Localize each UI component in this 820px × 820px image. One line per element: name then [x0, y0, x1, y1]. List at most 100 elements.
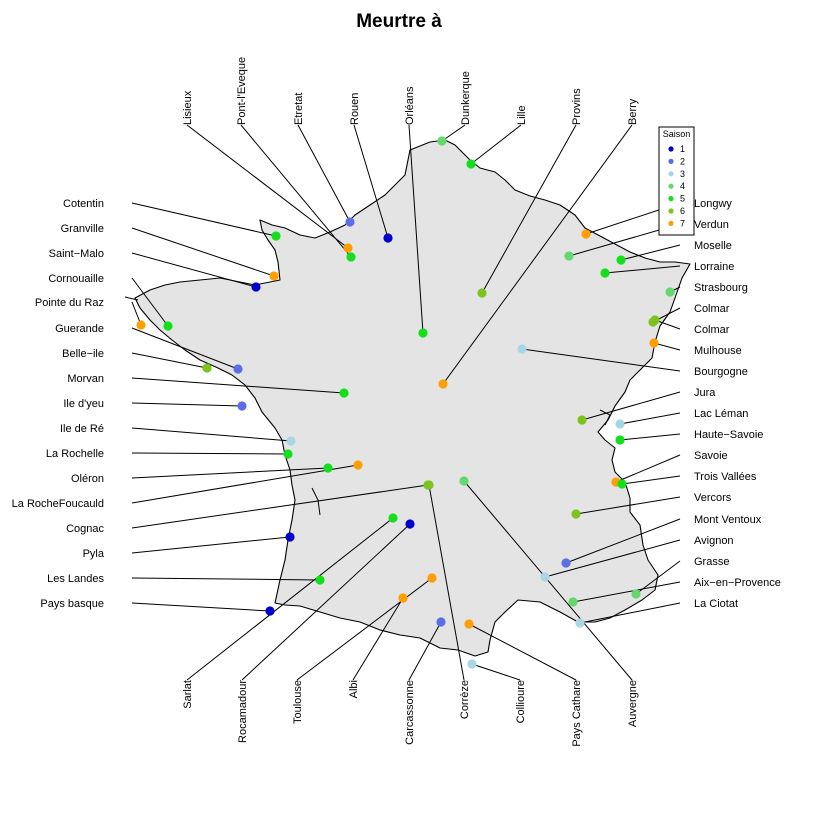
label-la-ciotat-54: La Ciotat — [694, 598, 738, 610]
label-les-landes-24: Les Landes — [47, 573, 104, 585]
legend-label-1: 1 — [680, 144, 685, 154]
leader-line-berry-8 — [442, 124, 633, 385]
label-strasbourg-39: Strasbourg — [694, 282, 748, 294]
marker-berry-8 — [438, 379, 448, 389]
leader-line-pont-l-eveque-1 — [240, 124, 352, 258]
label-provins-7: Provins — [571, 88, 583, 125]
label-moselle-37: Moselle — [694, 240, 732, 252]
leader-line-orl-ans-4 — [408, 124, 424, 334]
marker-morvan-16 — [339, 388, 349, 398]
label-guerande-14: Guerande — [55, 323, 104, 335]
marker-moselle-37 — [616, 255, 626, 265]
leader-line-cotentin-9 — [131, 202, 277, 237]
label-saint-malo-11: Saint−Malo — [49, 248, 104, 260]
label-albi-29: Albi — [348, 680, 360, 698]
label-pyla-23: Pyla — [83, 548, 105, 560]
label-la-rochefoucauld-21: La RocheFoucauld — [12, 498, 104, 510]
marker-vercors-49 — [571, 509, 581, 519]
legend-swatch-2 — [668, 158, 674, 164]
marker-longwy-35 — [581, 229, 591, 239]
label-belle-ile-15: Belle−ile — [62, 348, 104, 360]
label-pays-cathare-33: Pays Cathare — [571, 680, 583, 747]
leader-line-les-landes-24 — [131, 577, 321, 581]
leader-line-morvan-16 — [131, 377, 345, 394]
label-lorraine-38: Lorraine — [694, 261, 734, 273]
label-sarlat-26: Sarlat — [182, 680, 194, 709]
label-lac-l-man-45: Lac Léman — [694, 408, 748, 420]
label-lisieux-0: Lisieux — [182, 90, 194, 125]
marker-rocamadour-27 — [405, 519, 415, 529]
label-orl-ans-4: Orléans — [404, 86, 416, 125]
marker-lac-l-man-45 — [615, 419, 625, 429]
marker-ile-d-yeu-17 — [237, 401, 247, 411]
season-markers — [136, 136, 675, 669]
leader-line-ol-ron-20 — [131, 467, 329, 479]
leader-line-etretat-2 — [297, 124, 351, 223]
label-colmar-41: Colmar — [694, 324, 730, 336]
label-cornouaille-12: Cornouaille — [48, 273, 104, 285]
leader-line-vercors-49 — [575, 496, 681, 515]
legend-label-6: 6 — [680, 206, 685, 216]
label-auvergne-34: Auvergne — [627, 680, 639, 727]
legend-label-2: 2 — [680, 156, 685, 166]
legend-swatch-7 — [668, 220, 674, 226]
label-longwy-35: Longwy — [694, 198, 732, 210]
label-collioure-32: Collioure — [515, 680, 527, 723]
label-rocamadour-27: Rocamadour — [237, 680, 249, 743]
label-corr-ze-31: Corrèze — [459, 680, 471, 719]
label-lille-6: Lille — [516, 105, 528, 125]
label-ile-de-r-18: Ile de Ré — [60, 423, 104, 435]
marker-albi-29 — [398, 593, 408, 603]
marker-collioure-32 — [467, 659, 477, 669]
label-mulhouse-42: Mulhouse — [694, 345, 742, 357]
marker-provins-7 — [477, 288, 487, 298]
legend-swatch-3 — [668, 171, 674, 177]
legend-label-4: 4 — [680, 181, 685, 191]
leader-line-lac-l-man-45 — [619, 412, 681, 425]
marker-strasbourg-39 — [665, 287, 675, 297]
leader-line-rouen-3 — [353, 124, 389, 239]
leader-line-lorraine-38 — [604, 265, 681, 274]
leader-line-savoie-47 — [615, 454, 681, 483]
legend-label-3: 3 — [680, 169, 685, 179]
label-carcassonne-30: Carcassonne — [404, 680, 416, 745]
coastline-detail — [124, 296, 611, 516]
legend-swatch-6 — [668, 208, 674, 214]
marker-ol-ron-20 — [323, 463, 333, 473]
label-ile-d-yeu-17: Ile d'yeu — [63, 398, 104, 410]
marker-haute-savoie-46 — [615, 435, 625, 445]
label-pont-l-eveque-1: Pont-l'Eveque — [236, 57, 248, 125]
legend-label-7: 7 — [680, 218, 685, 228]
marker-lille-6 — [466, 159, 476, 169]
label-vercors-49: Vercors — [694, 492, 732, 504]
label-ol-ron-20: Oléron — [71, 473, 104, 485]
marker-bourgogne-43 — [517, 344, 527, 354]
leader-line-mont-ventoux-50 — [565, 518, 681, 564]
marker-etretat-2 — [345, 217, 355, 227]
leader-line-pays-cathare-33 — [468, 623, 577, 681]
marker-dunkerque-5 — [437, 136, 447, 146]
label-aix-en-provence-53: Aix−en−Provence — [694, 577, 781, 589]
marker-corr-ze-31 — [424, 480, 434, 490]
marker-rouen-3 — [383, 233, 393, 243]
marker-les-landes-24 — [315, 575, 325, 585]
marker-mont-ventoux-50 — [561, 558, 571, 568]
label-trois-vall-es-48: Trois Vallées — [694, 471, 757, 483]
label-leader-lines — [131, 124, 681, 681]
label-grasse-52: Grasse — [694, 556, 729, 568]
leader-line-lille-6 — [470, 124, 522, 165]
marker-saint-malo-11 — [251, 282, 261, 292]
marker-lisieux-0 — [343, 243, 353, 253]
leader-line-toulouse-28 — [296, 577, 433, 681]
marker-cornouaille-12 — [163, 321, 173, 331]
legend-label-5: 5 — [680, 194, 685, 204]
leader-line-auvergne-34 — [463, 480, 633, 681]
leader-line-granville-10 — [131, 227, 275, 277]
label-savoie-47: Savoie — [694, 450, 728, 462]
label-pays-basque-25: Pays basque — [40, 598, 104, 610]
marker-belle-ile-15 — [202, 363, 212, 373]
marker-pont-l-eveque-1 — [346, 252, 356, 262]
legend-swatch-5 — [668, 196, 674, 202]
